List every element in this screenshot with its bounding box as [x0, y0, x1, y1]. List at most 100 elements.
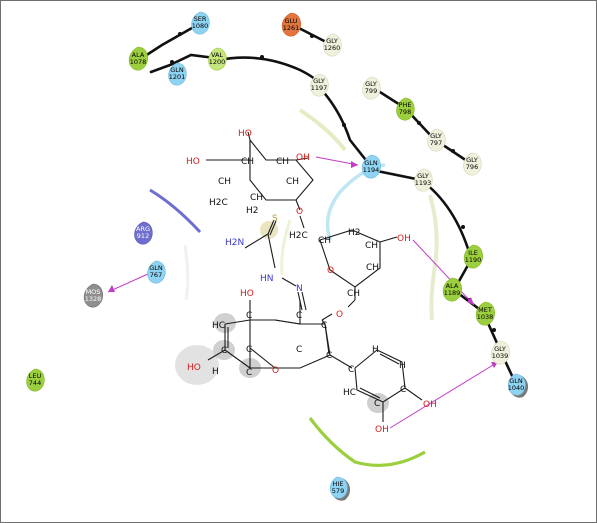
residue-number: 1189 [444, 289, 461, 297]
atom-label: H2C [209, 198, 228, 208]
bond [267, 233, 276, 269]
atom-label: H2 [246, 206, 259, 216]
residue-gly799: GLY 799 [362, 76, 381, 100]
pocket-outline-glycine-1 [298, 108, 347, 152]
pocket-outline-glycine-2 [428, 194, 439, 321]
residue-number: 912 [137, 232, 149, 240]
atom-label: HO [238, 129, 252, 139]
atom-label: HN [260, 274, 274, 284]
residue-number: 579 [332, 487, 344, 495]
atom-label: H [372, 345, 379, 355]
residue-arg912: ARG 912 [134, 221, 153, 245]
residue-number: 1260 [324, 44, 341, 52]
residue-gly1039: GLY 1039 [490, 340, 510, 365]
residue-name: PHE [399, 101, 412, 109]
bond [347, 299, 356, 308]
residue-gly796: GLY 796 [463, 152, 482, 176]
bond [295, 199, 301, 211]
atom-label: CH [286, 177, 299, 187]
residue-ala1189: ALA 1189 [442, 277, 462, 302]
residue-number: 1078 [130, 58, 147, 66]
hbond-arrowhead [467, 297, 474, 305]
residue-name: GLY [494, 345, 506, 353]
residue-number: 1194 [363, 166, 380, 174]
atom-label: H [212, 367, 219, 377]
atom-label: C [246, 368, 252, 378]
residue-number: 1193 [415, 179, 432, 187]
bond [319, 229, 381, 288]
atom-label: C [296, 311, 302, 321]
residue-number: 1328 [85, 295, 102, 303]
hbond-arrowhead [108, 285, 115, 292]
residue-number: 1197 [311, 84, 328, 92]
residue-name: SER [194, 15, 207, 23]
bond [249, 139, 314, 201]
atom-label: CH [318, 236, 331, 246]
atom-label: OH [375, 425, 389, 435]
bond [274, 319, 301, 325]
residue-number: 797 [430, 139, 442, 147]
bond [379, 353, 400, 365]
atom-label: CH [276, 157, 289, 167]
bond [321, 313, 333, 321]
residue-leu744: LEU 744 [26, 368, 45, 392]
pocket-outline-positive [149, 188, 202, 234]
residue-ala1078: ALA 1078 [128, 46, 148, 71]
bond [299, 215, 305, 229]
bond [207, 349, 226, 361]
bond [267, 219, 275, 235]
atom-label: C [321, 321, 327, 331]
residue-number: 798 [399, 108, 411, 116]
atom-label: CH [347, 289, 360, 299]
atom-label: C [374, 399, 380, 409]
residue-val1200: VAL 1200 [208, 47, 227, 71]
atom-label: C [326, 351, 332, 361]
atom-label: C [348, 365, 354, 375]
residue-name: ARG [136, 225, 150, 233]
atom-label: HO [187, 363, 201, 373]
atom-label: H [399, 361, 406, 371]
atom-label: HC [212, 321, 225, 331]
atom-label: O [296, 207, 303, 217]
bond [281, 277, 297, 287]
bond [249, 319, 331, 369]
backbone-link [370, 85, 472, 165]
bond [224, 349, 251, 369]
pocket-outline-grey [183, 244, 190, 301]
residue-name: MOS [86, 288, 101, 296]
bond [379, 236, 398, 243]
residue-number: 799 [365, 87, 377, 95]
residue-name: GLY [466, 156, 478, 164]
residue-gly1197: GLY 1197 [310, 73, 329, 97]
atom-label: O [272, 366, 279, 376]
residue-hie579: HIE 579 [329, 476, 351, 501]
residue-number: 1080 [192, 22, 209, 30]
residue-gln1194: GLN 1194 [361, 154, 381, 179]
pocket-outline-glycine-3 [280, 219, 292, 276]
residue-name: ILE [468, 249, 478, 257]
atom-label: HO [186, 157, 200, 167]
backbone-link [217, 56, 320, 87]
residue-name: GLN [149, 264, 163, 272]
bond [269, 220, 277, 236]
solvent-shadow [214, 313, 236, 333]
residue-name: GLU [284, 17, 297, 25]
residue-glu1261: GLU 1261 [281, 12, 301, 37]
residue-name: GLY [313, 77, 325, 85]
hbond-gly1039 [389, 361, 499, 429]
residue-number: 744 [29, 379, 41, 387]
residue-name: LEU [29, 372, 42, 380]
residue-number: 1200 [209, 58, 226, 66]
residue-ser1080: SER 1080 [191, 11, 210, 35]
residue-name: GLY [326, 37, 338, 45]
atom-label: C [246, 311, 252, 321]
residue-number: 1040 [508, 384, 525, 392]
atom-label: C [221, 346, 227, 356]
pocket-outline [149, 108, 439, 467]
atom-label: HC [343, 388, 356, 398]
residue-name: GLY [430, 132, 442, 140]
residue-gly1193: GLY 1193 [414, 168, 433, 192]
residue-gly1260: GLY 1260 [323, 33, 342, 57]
bond [321, 319, 326, 325]
